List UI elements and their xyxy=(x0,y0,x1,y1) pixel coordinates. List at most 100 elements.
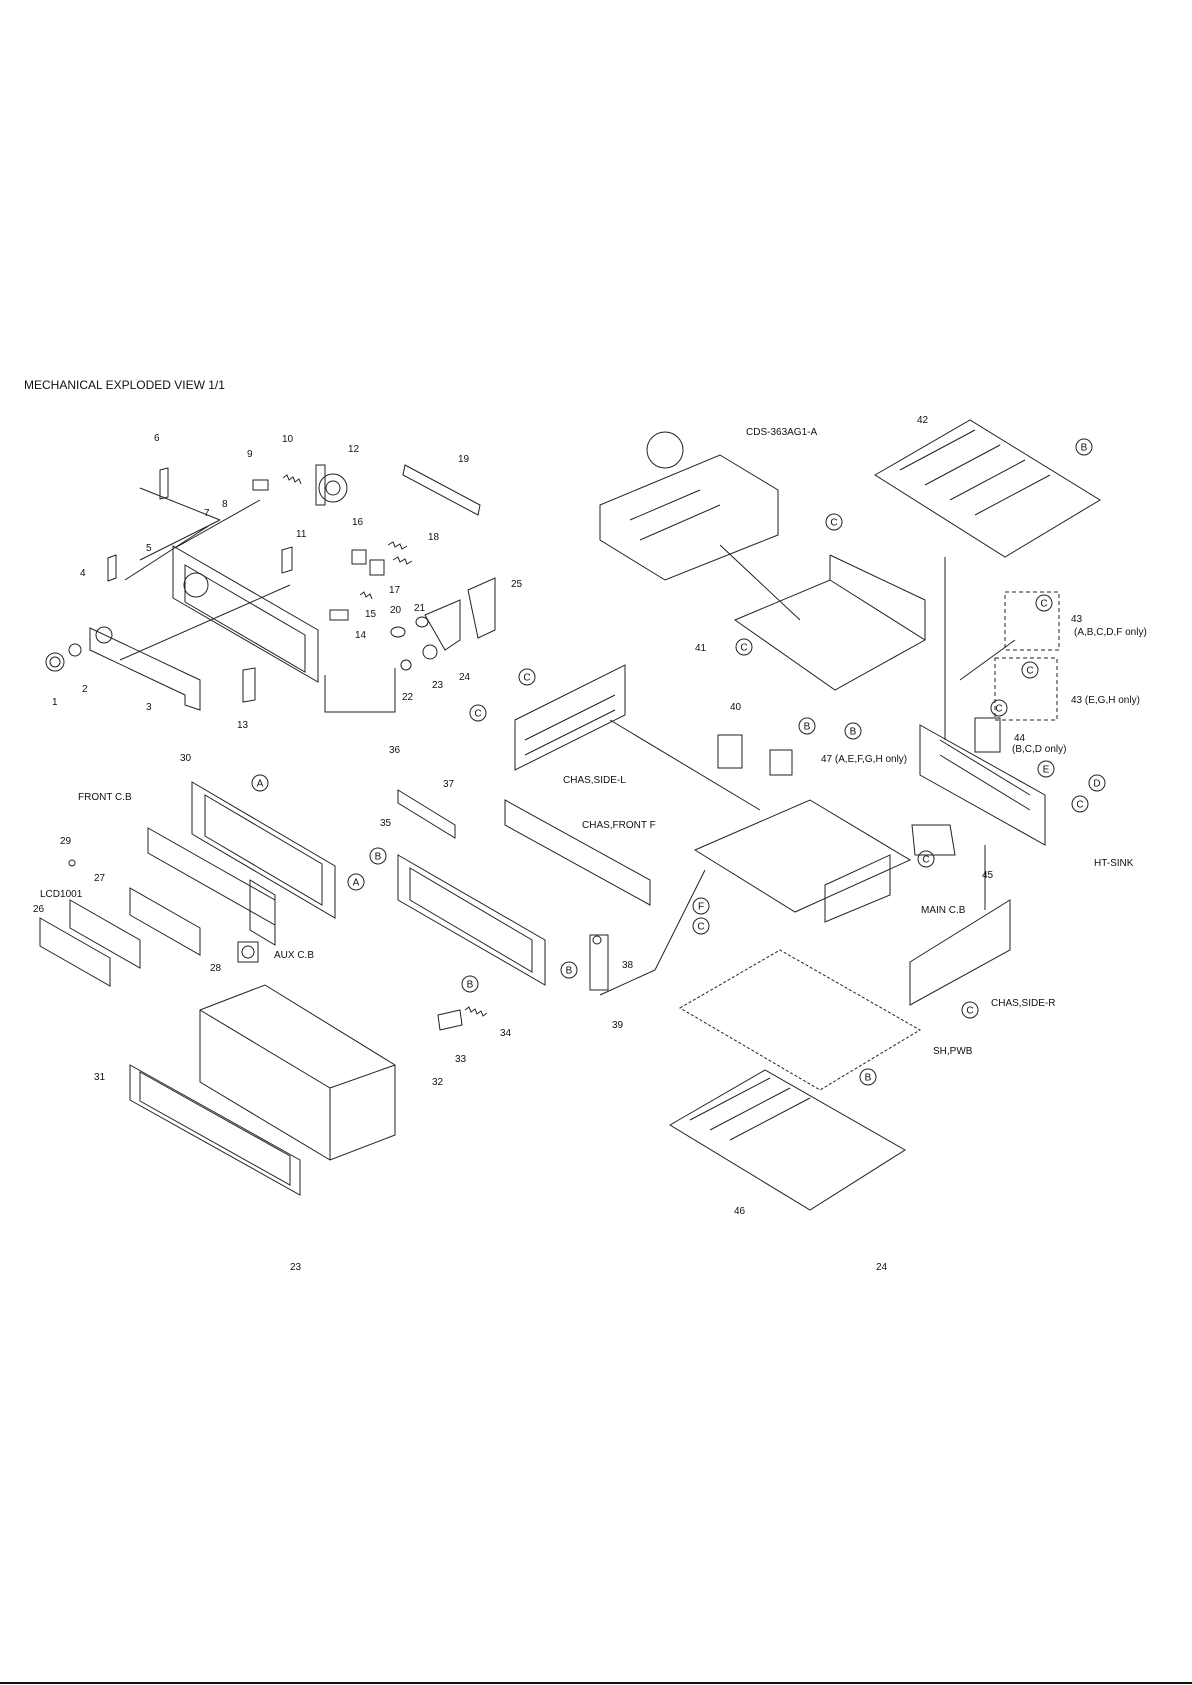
part_labels-37: 37 xyxy=(443,779,455,790)
reference-marker-circle-b xyxy=(1075,438,1093,456)
reference-marker-circle-c xyxy=(990,699,1008,717)
part_labels-18: 18 xyxy=(428,532,440,543)
part_labels-9: 9 xyxy=(247,449,253,460)
cd-mechanism xyxy=(599,454,779,581)
component_labels-chas-front-f: CHAS,FRONT F xyxy=(582,820,656,831)
component_labels-chas-side-l: CHAS,SIDE-L xyxy=(563,775,626,786)
component_labels-lcd: LCD1001 xyxy=(40,889,83,900)
part_labels-44: 44 xyxy=(1014,733,1026,744)
part_labels-44-note: (B,C,D only) xyxy=(1012,744,1066,755)
part_labels-43a: 43 xyxy=(1071,614,1083,625)
reference-marker-circle-c xyxy=(518,668,536,686)
chassis-side-left xyxy=(514,664,626,771)
part_labels-35: 35 xyxy=(380,818,392,829)
part_labels-17: 17 xyxy=(389,585,401,596)
part_labels-22: 22 xyxy=(402,692,414,703)
page-title: MECHANICAL EXPLODED VIEW 1/1 xyxy=(24,378,225,392)
reference-marker-circle-b xyxy=(798,717,816,735)
reference-marker-circle-c xyxy=(1021,661,1039,679)
part_labels-43b: 43 (E,G,H only) xyxy=(1071,695,1140,706)
part_labels-39: 39 xyxy=(612,1020,624,1031)
reference-marker-circle-d xyxy=(1088,774,1106,792)
reference-marker-a: A xyxy=(257,779,264,790)
part_labels-43a-note: (A,B,C,D,F only) xyxy=(1074,627,1147,638)
reference-marker-b: B xyxy=(375,852,382,863)
part_labels-27: 27 xyxy=(94,873,106,884)
sleeve-part-32 xyxy=(199,984,396,1161)
reference-marker-circle-b xyxy=(369,847,387,865)
part_labels-11: 11 xyxy=(296,529,307,540)
reference-marker-c: C xyxy=(966,1006,973,1017)
front-circuit-board xyxy=(147,827,276,926)
chassis-bottom-part-41 xyxy=(733,579,926,691)
part_labels-21: 21 xyxy=(414,603,426,614)
part_labels-15: 15 xyxy=(365,609,377,620)
lcd-part xyxy=(69,899,141,969)
chassis-side-right xyxy=(909,899,1011,1006)
front-panel-part-5 xyxy=(172,545,319,683)
part_labels-40: 40 xyxy=(730,702,742,713)
shield-pwb xyxy=(679,949,921,1091)
part_labels-30: 30 xyxy=(180,753,192,764)
part_labels-8: 8 xyxy=(222,499,228,510)
gear-part-12 xyxy=(318,473,348,503)
part_labels-3: 3 xyxy=(146,702,152,713)
reference-marker-c: C xyxy=(697,922,704,933)
reference-marker-b: B xyxy=(566,966,573,977)
reference-marker-circle-c xyxy=(917,850,935,868)
part_labels-2: 2 xyxy=(82,684,88,695)
part_labels-42: 42 xyxy=(917,415,929,426)
reference-marker-circle-b xyxy=(560,961,578,979)
component_labels-ht-sink: HT-SINK xyxy=(1094,858,1134,869)
part_labels-46: 46 xyxy=(734,1206,746,1217)
part_labels-20: 20 xyxy=(390,605,402,616)
part_labels-7: 7 xyxy=(204,508,210,519)
bezel-part-31 xyxy=(129,1064,301,1196)
part_labels-28: 28 xyxy=(210,963,222,974)
part_labels-5: 5 xyxy=(146,543,152,554)
part_labels-26: 26 xyxy=(33,904,45,915)
part_labels-29: 29 xyxy=(60,836,72,847)
reference-marker-c: C xyxy=(830,518,837,529)
reference-marker-circle-e xyxy=(1037,760,1055,778)
part_labels-13: 13 xyxy=(237,720,249,731)
reference-marker-c: C xyxy=(1076,800,1083,811)
component_labels-chas-side-r: CHAS,SIDE-R xyxy=(991,998,1055,1009)
bottom-cover-part-46 xyxy=(669,1069,906,1211)
component_labels-aux-cb: AUX C.B xyxy=(274,950,314,961)
reference-marker-b: B xyxy=(804,722,811,733)
main-circuit-board xyxy=(693,799,912,913)
reference-marker-c: C xyxy=(1026,666,1033,677)
reference-marker-b: B xyxy=(865,1073,872,1084)
reference-marker-c: C xyxy=(995,704,1002,715)
reference-marker-d: D xyxy=(1093,779,1100,790)
bracket-part-3 xyxy=(89,627,201,711)
part_labels-47: 47 (A,E,F,G,H only) xyxy=(821,754,907,765)
slider-part-19 xyxy=(402,464,481,516)
reference-marker-circle-a xyxy=(347,873,365,891)
reference-marker-circle-a xyxy=(251,774,269,792)
page-number-right: 24 xyxy=(876,1262,888,1273)
reference-marker-b: B xyxy=(850,727,857,738)
page-bottom-rule xyxy=(0,1682,1192,1684)
part_labels-33: 33 xyxy=(455,1054,467,1065)
reference-marker-c: C xyxy=(740,643,747,654)
component_labels-front-cb: FRONT C.B xyxy=(78,792,132,803)
chassis-front-f xyxy=(504,799,651,906)
part_labels-4: 4 xyxy=(80,568,86,579)
part_labels-45: 45 xyxy=(982,870,994,881)
part_labels-19: 19 xyxy=(458,454,470,465)
reference-marker-c: C xyxy=(474,709,481,720)
reference-marker-circle-c xyxy=(961,1001,979,1019)
component_labels-cds: CDS-363AG1-A xyxy=(746,427,817,438)
part_labels-12: 12 xyxy=(348,444,360,455)
knob-part-2 xyxy=(68,643,82,657)
clip-part-6 xyxy=(159,467,169,500)
part_labels-10: 10 xyxy=(282,434,294,445)
part_labels-38: 38 xyxy=(622,960,634,971)
top-cover-part-42 xyxy=(874,419,1101,558)
reference-marker-circle-c xyxy=(825,513,843,531)
part_labels-1: 1 xyxy=(52,697,58,708)
reference-marker-circle-c xyxy=(469,704,487,722)
